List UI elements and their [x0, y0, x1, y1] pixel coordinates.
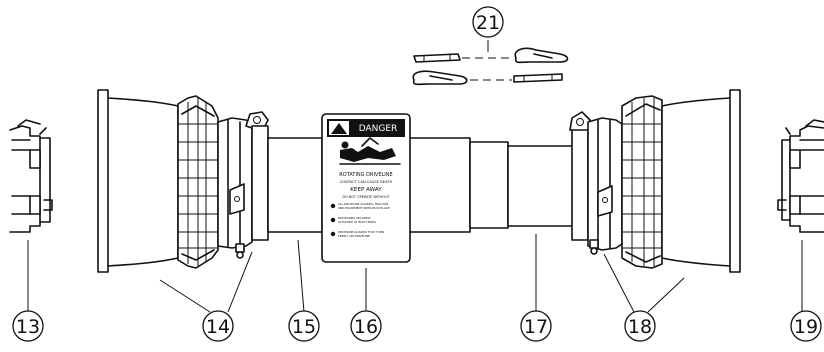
callout-19: 19	[790, 310, 822, 342]
svg-text:16: 16	[354, 316, 378, 338]
part-15-outer-tube	[267, 137, 471, 233]
decal-bullet-3b: FREELY ON DRIVELINE	[338, 234, 370, 238]
callout-18: 18	[624, 310, 656, 342]
callout-21: 21	[472, 6, 504, 38]
svg-text:18: 18	[628, 316, 652, 338]
entanglement-pictogram-icon	[339, 137, 401, 165]
svg-text:13: 13	[16, 316, 40, 338]
part-13-yoke	[9, 119, 53, 233]
decal-line3: KEEP AWAY	[350, 187, 382, 193]
callout-13: 13	[12, 310, 44, 342]
svg-text:19: 19	[794, 316, 818, 338]
part-16-danger-decal: DANGER ROTATING DRIVELINE CONTACT CAN CA…	[321, 113, 411, 263]
part-18-right-bell-guard	[569, 89, 741, 273]
decal-line4: DO NOT OPERATE WITHOUT	[342, 195, 390, 199]
decal-line1: ROTATING DRIVELINE	[339, 172, 392, 178]
callout-15: 15	[288, 310, 320, 342]
part-21-pins-and-clips	[412, 47, 569, 86]
danger-header-text: DANGER	[359, 124, 398, 134]
decal-bullet-3a: DRIVELINE GUARDS THAT TURN	[338, 230, 384, 234]
svg-text:21: 21	[476, 12, 500, 34]
svg-text:14: 14	[206, 316, 230, 338]
callout-17: 17	[520, 310, 552, 342]
part-19-yoke	[777, 119, 824, 233]
leader-lines	[27, 40, 803, 313]
decal-bullet-2a: DRIVELINES SECURELY	[338, 216, 371, 220]
callouts: 13 14 15 16 17 18 19 21	[12, 6, 822, 342]
decal-bullet-2b: ATTACHED AT BOTH ENDS	[338, 220, 376, 224]
part-14-left-bell-guard	[97, 89, 269, 273]
decal-bullet-1b: AND EQUIPMENT SHIELDS IN PLACE	[338, 206, 390, 210]
callout-14: 14	[202, 310, 234, 342]
decal-line2: CONTACT CAN CAUSE DEATH	[340, 180, 393, 184]
callout-16: 16	[350, 310, 382, 342]
part-17-inner-tube	[469, 141, 575, 229]
svg-text:17: 17	[524, 316, 548, 338]
decal-bullet-1a: ALL DRIVELINE GUARDS, TRACTOR	[338, 202, 388, 206]
svg-text:15: 15	[292, 316, 316, 338]
